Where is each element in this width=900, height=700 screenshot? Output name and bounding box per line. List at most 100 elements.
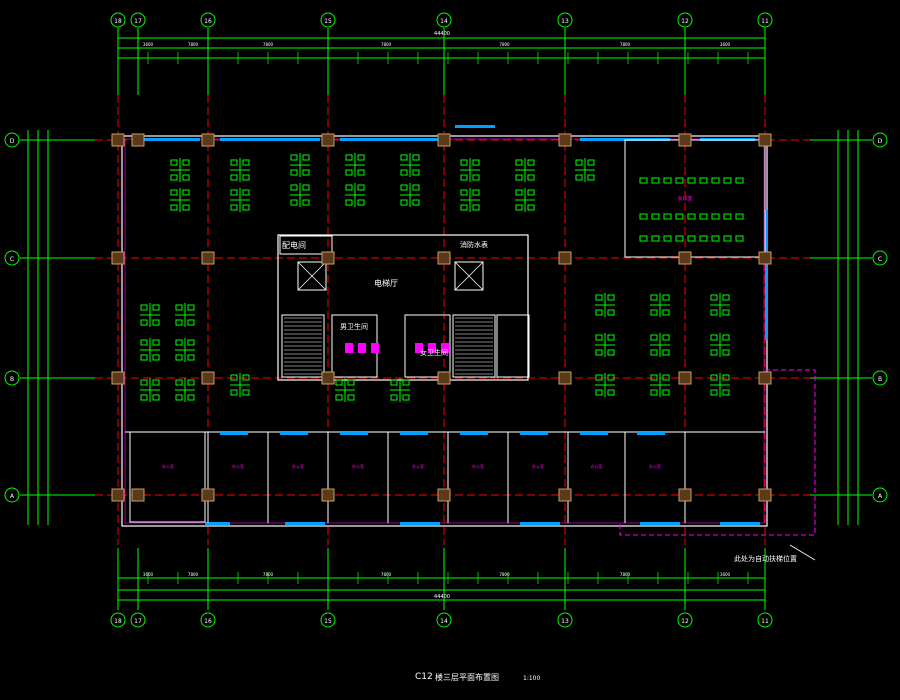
toilet-fixture <box>358 343 366 353</box>
axis-bubble-bottom <box>436 612 452 628</box>
structural-column <box>758 488 772 502</box>
chair <box>290 154 298 161</box>
room-label-power: 配电间 <box>282 241 306 250</box>
axis-bubble-bottom <box>110 612 126 628</box>
meeting-chair <box>639 235 648 242</box>
axis-bubble-top <box>557 12 573 28</box>
chair <box>170 159 178 166</box>
chair <box>345 154 353 161</box>
chair <box>607 374 615 381</box>
room-label-women-wc: 女卫生间 <box>420 349 448 357</box>
toilet-fixture <box>441 343 449 353</box>
chair <box>187 379 195 386</box>
dim-seg-bottom: 7800 <box>188 572 199 577</box>
meeting-chair <box>675 177 684 184</box>
chair <box>595 294 603 301</box>
meeting-chair <box>663 235 672 242</box>
chair <box>595 374 603 381</box>
chair <box>515 189 523 196</box>
axis-label-left: D <box>10 138 15 145</box>
office-label: 办公室 <box>649 463 661 469</box>
axis-bubble-top <box>130 12 146 28</box>
chair <box>412 184 420 191</box>
corridor-window <box>220 432 248 435</box>
axis-label-top: 14 <box>440 18 448 25</box>
axis-label-bottom: 14 <box>440 618 448 625</box>
structural-column <box>321 488 335 502</box>
office-room-left <box>129 431 206 523</box>
structural-column <box>678 488 692 502</box>
meeting-chair <box>711 177 720 184</box>
meeting-chair <box>735 235 744 242</box>
window <box>640 522 680 525</box>
power-room <box>279 235 333 255</box>
meeting-chair <box>651 177 660 184</box>
chair <box>242 174 250 181</box>
office-label: 办公室 <box>591 463 603 469</box>
chair <box>722 374 730 381</box>
chair <box>302 184 310 191</box>
axis-label-left: B <box>10 376 14 383</box>
structural-column <box>678 133 692 147</box>
structural-column <box>201 371 215 385</box>
chair <box>662 374 670 381</box>
toilet-fixture <box>345 343 353 353</box>
structural-column <box>558 371 572 385</box>
chair <box>347 394 355 401</box>
window <box>340 138 440 141</box>
chair <box>575 174 583 181</box>
chair <box>710 349 718 356</box>
title-scale: 1:100 <box>523 675 541 682</box>
chair <box>230 374 238 381</box>
chair <box>460 159 468 166</box>
chair <box>302 154 310 161</box>
chair <box>290 184 298 191</box>
dim-seg-bottom: 7800 <box>499 572 510 577</box>
meeting-chair <box>687 235 696 242</box>
corridor-window <box>460 432 488 435</box>
meeting-chair <box>687 177 696 184</box>
office-label: 办公室 <box>472 463 484 469</box>
office-label: 办公室 <box>292 463 304 469</box>
corridor-window <box>280 432 308 435</box>
office-label: 办公室 <box>232 463 244 469</box>
structural-column <box>437 133 451 147</box>
chair <box>400 169 408 176</box>
window <box>205 522 230 525</box>
chair <box>575 159 583 166</box>
corridor-window <box>520 432 548 435</box>
chair <box>710 374 718 381</box>
meeting-chair <box>675 213 684 220</box>
chair <box>335 394 343 401</box>
chair <box>230 204 238 211</box>
chair <box>710 294 718 301</box>
axis-label-bottom: 18 <box>114 618 122 625</box>
dim-seg-bottom: 7800 <box>381 572 392 577</box>
chair <box>710 309 718 316</box>
axis-label-bottom: 17 <box>134 618 142 625</box>
chair <box>182 189 190 196</box>
structural-column <box>131 488 145 502</box>
structural-column <box>558 251 572 265</box>
chair <box>140 354 148 361</box>
axis-label-right: C <box>878 256 882 263</box>
room-label-men-wc: 男卫生间 <box>340 323 368 331</box>
chair <box>187 319 195 326</box>
meeting-chair <box>651 235 660 242</box>
chair <box>662 334 670 341</box>
structural-column <box>201 488 215 502</box>
chair <box>345 184 353 191</box>
chair <box>607 349 615 356</box>
chair <box>390 379 398 386</box>
axis-bubble-left <box>4 487 20 503</box>
structural-column <box>111 251 125 265</box>
meeting-chair <box>663 213 672 220</box>
axis-label-top: 15 <box>324 18 332 25</box>
chair <box>595 334 603 341</box>
structural-column <box>111 371 125 385</box>
axis-label-top: 18 <box>114 18 122 25</box>
chair <box>710 389 718 396</box>
chair <box>607 294 615 301</box>
chair <box>175 339 183 346</box>
axis-label-top: 17 <box>134 18 142 25</box>
